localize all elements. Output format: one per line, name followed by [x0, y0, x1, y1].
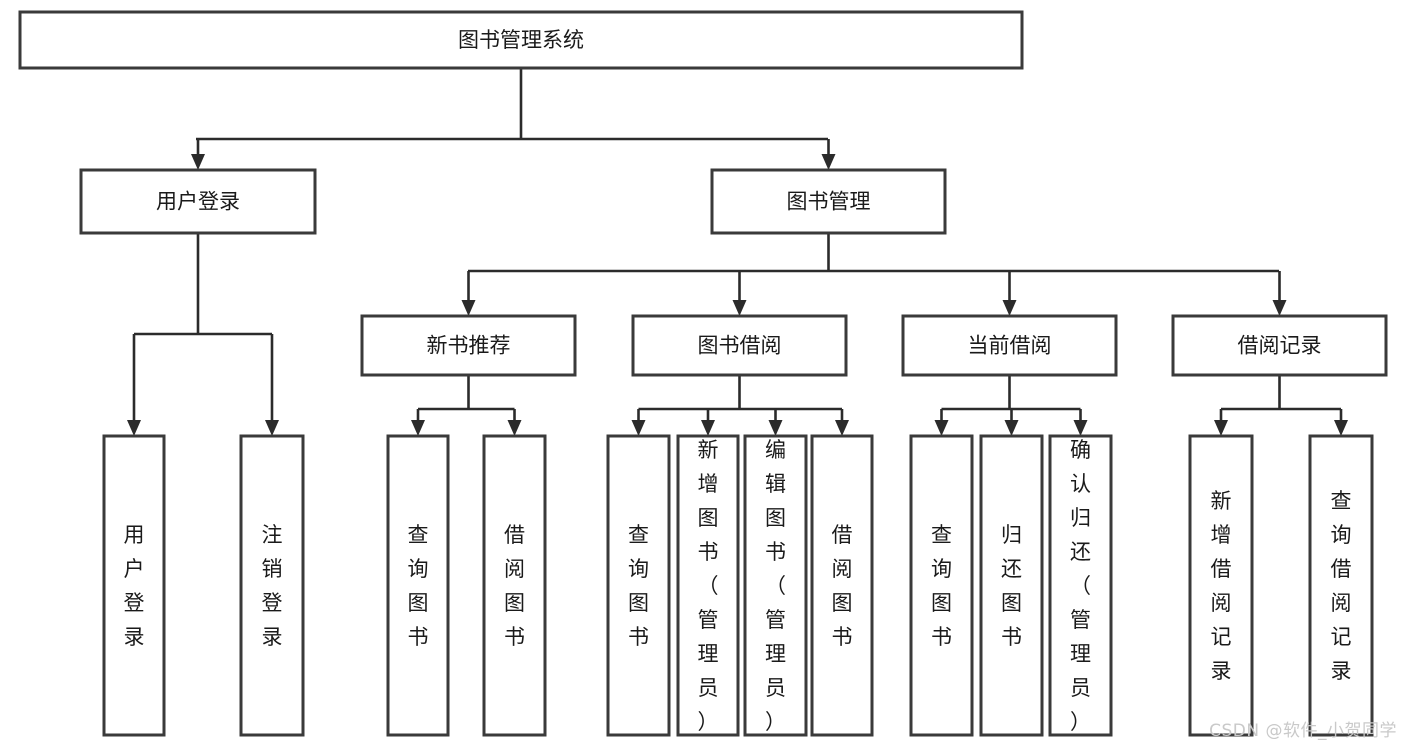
- node-label: 当前借阅: [968, 334, 1052, 358]
- leaf-1-3-arrowhead: [835, 420, 849, 436]
- level2-1-arrowhead: [821, 154, 836, 170]
- node-leaf-5[interactable]: 新增图书（管理员）: [676, 434, 740, 737]
- node-root-0[interactable]: 图书管理系统: [18, 10, 1024, 70]
- node-box[interactable]: [79, 168, 317, 235]
- node-label: 图书借阅: [698, 334, 782, 358]
- node-box[interactable]: [1308, 434, 1374, 737]
- nodes-layer: 图书管理系统用户登录图书管理新书推荐图书借阅当前借阅借阅记录用户登录注销登录查询…: [18, 10, 1388, 737]
- level3-0-arrowhead: [461, 300, 476, 316]
- node-box[interactable]: [979, 434, 1044, 737]
- node-label: 图书管理: [787, 190, 871, 214]
- node-label: 图书管理系统: [458, 28, 584, 52]
- node-level3-2[interactable]: 当前借阅: [901, 314, 1118, 377]
- node-box[interactable]: [710, 168, 947, 235]
- node-label: 确认归还（管理员）: [1070, 438, 1091, 734]
- node-label: 用户登录: [156, 190, 240, 214]
- connectors-layer: [127, 68, 1348, 436]
- node-level2-0[interactable]: 用户登录: [79, 168, 317, 235]
- node-box[interactable]: [1171, 314, 1388, 377]
- node-label: 查询图书: [628, 523, 649, 649]
- node-box[interactable]: [239, 434, 305, 737]
- node-box[interactable]: [1048, 434, 1113, 737]
- node-leaf-6[interactable]: 编辑图书（管理员）: [743, 434, 808, 737]
- leaf-1-2-arrowhead: [768, 420, 783, 436]
- node-box[interactable]: [386, 434, 450, 737]
- user-leaf-0-arrowhead: [127, 420, 141, 436]
- node-leaf-3[interactable]: 借阅图书: [482, 434, 547, 737]
- node-label: 编辑图书（管理员）: [765, 438, 786, 734]
- node-label: 查询图书: [408, 523, 429, 649]
- level3-2-arrowhead: [1002, 300, 1017, 316]
- leaf-1-1-arrowhead: [701, 420, 715, 436]
- node-leaf-7[interactable]: 借阅图书: [810, 434, 874, 737]
- node-box[interactable]: [909, 434, 974, 737]
- node-box[interactable]: [743, 434, 808, 737]
- leaf-3-1-arrowhead: [1334, 420, 1348, 436]
- node-level3-0[interactable]: 新书推荐: [360, 314, 577, 377]
- node-label: 查询借阅记录: [1331, 489, 1352, 683]
- leaf-2-1-arrowhead: [1004, 420, 1019, 436]
- node-box[interactable]: [676, 434, 740, 737]
- node-leaf-0[interactable]: 用户登录: [102, 434, 166, 737]
- leaf-3-0-arrowhead: [1214, 420, 1228, 436]
- node-box[interactable]: [1188, 434, 1254, 737]
- node-level3-3[interactable]: 借阅记录: [1171, 314, 1388, 377]
- leaf-1-0-arrowhead: [631, 420, 646, 436]
- node-leaf-1[interactable]: 注销登录: [239, 434, 305, 737]
- node-label: 借阅记录: [1238, 334, 1322, 358]
- leaf-0-1-arrowhead: [507, 420, 522, 436]
- node-box[interactable]: [102, 434, 166, 737]
- node-label: 新书推荐: [427, 334, 511, 358]
- node-box[interactable]: [606, 434, 671, 737]
- node-box[interactable]: [901, 314, 1118, 377]
- node-leaf-10[interactable]: 确认归还（管理员）: [1048, 434, 1113, 737]
- node-label: 归还图书: [1001, 523, 1022, 649]
- leaf-2-2-arrowhead: [1073, 420, 1088, 436]
- node-leaf-9[interactable]: 归还图书: [979, 434, 1044, 737]
- node-leaf-12[interactable]: 查询借阅记录: [1308, 434, 1374, 737]
- node-box[interactable]: [482, 434, 547, 737]
- user-leaf-1-arrowhead: [265, 420, 279, 436]
- node-level3-1[interactable]: 图书借阅: [631, 314, 848, 377]
- node-leaf-8[interactable]: 查询图书: [909, 434, 974, 737]
- node-label: 借阅图书: [832, 523, 853, 649]
- node-box[interactable]: [810, 434, 874, 737]
- level3-1-arrowhead: [732, 300, 747, 316]
- node-leaf-2[interactable]: 查询图书: [386, 434, 450, 737]
- node-box[interactable]: [18, 10, 1024, 70]
- node-level2-1[interactable]: 图书管理: [710, 168, 947, 235]
- node-label: 注销登录: [262, 523, 283, 649]
- level2-0-arrowhead: [191, 154, 205, 170]
- node-label: 借阅图书: [504, 523, 525, 649]
- node-leaf-11[interactable]: 新增借阅记录: [1188, 434, 1254, 737]
- leaf-2-0-arrowhead: [934, 420, 949, 436]
- node-label: 新增图书（管理员）: [698, 438, 719, 734]
- node-label: 查询图书: [931, 523, 952, 649]
- node-label: 新增借阅记录: [1211, 489, 1232, 683]
- level3-3-arrowhead: [1272, 300, 1287, 316]
- node-leaf-4[interactable]: 查询图书: [606, 434, 671, 737]
- node-box[interactable]: [631, 314, 848, 377]
- leaf-0-0-arrowhead: [411, 420, 425, 436]
- node-label: 用户登录: [124, 523, 145, 649]
- node-box[interactable]: [360, 314, 577, 377]
